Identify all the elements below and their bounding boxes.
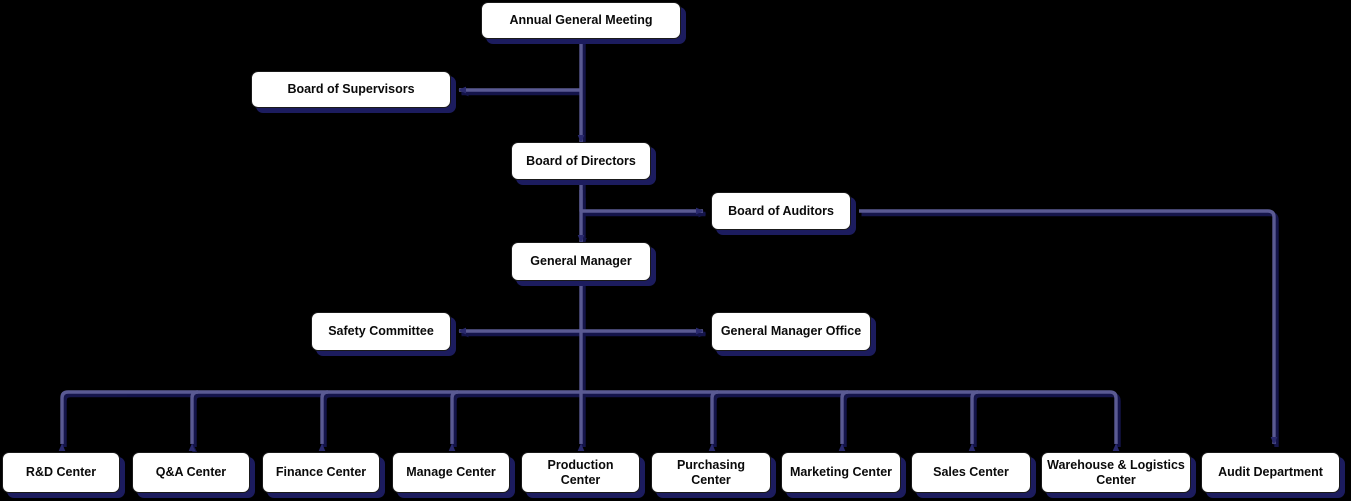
connector-lines [58,39,1278,452]
node-annual-general-meeting[interactable]: Annual General Meeting [481,2,681,39]
edge-bus-to-qa [188,390,199,452]
node-board-of-auditors[interactable]: Board of Auditors [711,192,851,230]
node-board-of-supervisors[interactable]: Board of Supervisors [251,71,451,108]
node-label: Marketing Center [789,465,893,480]
node-board-of-directors[interactable]: Board of Directors [511,142,651,180]
node-sales-center[interactable]: Sales Center [911,452,1031,493]
node-warehouse-logistics-center[interactable]: Warehouse & Logistics Center [1041,452,1191,493]
edge-bus-to-sales [968,390,979,452]
node-label: Audit Department [1218,465,1323,480]
edge-bus-to-warehouse [1109,390,1120,452]
node-general-manager[interactable]: General Manager [511,242,651,281]
node-label: Board of Directors [526,153,636,168]
node-finance-center[interactable]: Finance Center [262,452,380,493]
node-label: General Manager Office [720,324,862,339]
node-label: Q&A Center [155,465,227,480]
edge-boa-to-audit [859,209,1278,445]
node-marketing-center[interactable]: Marketing Center [781,452,901,493]
edge-distribution-bus [58,390,1110,452]
edge-bus-to-manage [448,390,459,452]
edge-bod-to-boa [579,190,704,215]
edge-bus-to-purchasing [708,390,719,452]
node-label: Production Center [547,457,614,487]
node-qa-center[interactable]: Q&A Center [132,452,250,493]
node-label: Finance Center [275,465,367,480]
node-safety-committee[interactable]: Safety Committee [311,312,451,351]
node-production-center[interactable]: Production Center [521,452,640,493]
edge-bus-to-finance [318,390,329,452]
node-label: Purchasing Center [676,457,746,487]
node-label: Board of Supervisors [287,82,415,97]
node-manage-center[interactable]: Manage Center [392,452,510,493]
node-label: Board of Auditors [728,203,834,218]
node-label: R&D Center [25,465,97,480]
edge-bus-to-marketing [838,390,849,452]
node-general-manager-office[interactable]: General Manager Office [711,312,871,351]
node-label: General Manager [530,254,632,269]
node-label: Annual General Meeting [509,13,653,28]
node-purchasing-center[interactable]: Purchasing Center [651,452,771,493]
node-label: Warehouse & Logistics Center [1047,457,1185,487]
node-rd-center[interactable]: R&D Center [2,452,120,493]
node-audit-department[interactable]: Audit Department [1201,452,1340,493]
node-label: Safety Committee [328,324,434,339]
node-label: Manage Center [406,465,496,480]
node-label: Sales Center [933,465,1009,480]
connector-shadows [62,42,1279,455]
